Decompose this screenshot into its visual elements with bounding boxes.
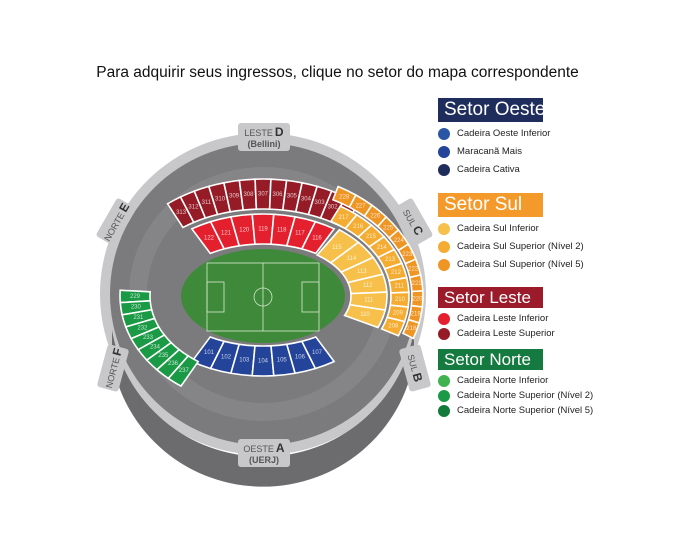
section-208[interactable] [380, 316, 406, 337]
legend-dot-icon [438, 374, 450, 387]
section-105[interactable] [270, 343, 297, 377]
gate-B: SULB [399, 344, 431, 392]
gate-letter: A [276, 441, 285, 455]
gate-letter: F [110, 347, 125, 358]
legend-item[interactable]: Cadeira Sul Superior (Nível 2) [438, 238, 638, 256]
section-102[interactable] [209, 340, 241, 375]
legend-dot-icon [438, 389, 450, 402]
legend-header[interactable]: Setor Leste [438, 287, 543, 308]
section-231[interactable] [121, 308, 156, 328]
gate-name: SUL [406, 353, 420, 373]
legend-item-label: Cadeira Norte Inferior [457, 374, 549, 386]
legend-item-label: Cadeira Oeste Inferior [457, 128, 551, 139]
legend-dot-icon [438, 241, 450, 253]
section-229[interactable] [119, 289, 152, 304]
legend-header[interactable]: Setor Oeste [438, 98, 545, 122]
legend-item[interactable]: Cadeira Cativa [438, 161, 638, 179]
gate-subtitle: (Bellini) [248, 139, 281, 149]
legend-dot-icon [438, 327, 450, 340]
legend-item-label: Cadeira Sul Superior (Nível 5) [457, 259, 584, 270]
legend-item[interactable]: Cadeira Sul Superior (Nível 5) [438, 256, 638, 274]
gate-E: NORTEE [96, 198, 136, 246]
section-106[interactable] [285, 340, 317, 375]
legend-header[interactable]: Setor Norte [438, 349, 543, 370]
legend-item-label: Cadeira Norte Superior (Nível 5) [457, 404, 594, 416]
section-104[interactable] [251, 344, 275, 377]
gate-letter: B [410, 371, 426, 383]
legend-item[interactable]: Cadeira Leste Inferior [438, 311, 638, 326]
legend-dot-icon [438, 312, 450, 325]
section-237[interactable] [167, 354, 200, 388]
legend-item[interactable]: Cadeira Norte Superior (Nível 2) [438, 388, 638, 403]
legend-item-label: Cadeira Norte Superior (Nível 2) [457, 389, 594, 401]
legend-item-label: Cadeira Leste Superior [457, 327, 555, 339]
legend-item[interactable]: Cadeira Leste Superior [438, 326, 638, 341]
legend-dot-icon [438, 164, 450, 176]
gate-subtitle: (UERJ) [249, 455, 279, 465]
legend-header[interactable]: Setor Sul [438, 193, 543, 217]
section-221[interactable] [408, 273, 424, 293]
legend-item[interactable]: Cadeira Sul Inferior [438, 220, 638, 238]
field [181, 249, 345, 343]
legend-item-label: Cadeira Sul Superior (Nível 2) [457, 241, 584, 252]
page-title: Para adquirir seus ingressos, clique no … [96, 64, 579, 81]
legend-dot-icon [438, 223, 450, 235]
section-234[interactable] [137, 334, 173, 362]
legend-dot-icon [438, 259, 450, 271]
section-233[interactable] [130, 325, 166, 351]
gate-C: SULC [393, 198, 433, 246]
svg-text:SULB: SULB [405, 353, 426, 384]
legend-item-label: Maracanã Mais [457, 146, 522, 157]
section-220[interactable] [410, 290, 424, 308]
section-232[interactable] [124, 317, 160, 340]
legend-item-label: Cadeira Cativa [457, 164, 520, 175]
section-211[interactable] [388, 276, 410, 294]
gate-F: NORTEF [97, 344, 129, 392]
section-116[interactable] [300, 220, 336, 255]
section-110[interactable] [343, 303, 387, 329]
legend-item[interactable]: Cadeira Oeste Inferior [438, 125, 638, 143]
legend-dot-icon [438, 146, 450, 158]
section-308[interactable] [238, 178, 258, 211]
legend-item[interactable]: Cadeira Norte Superior (Nível 5) [438, 403, 638, 418]
legend-dot-icon [438, 128, 450, 140]
legend-item-label: Cadeira Leste Inferior [457, 312, 549, 324]
section-103[interactable] [229, 343, 256, 377]
section-236[interactable] [155, 348, 190, 380]
gate-name: LESTE [244, 128, 273, 138]
gate-letter: D [275, 125, 284, 139]
gate-name: OESTE [243, 444, 274, 454]
legend-item[interactable]: Cadeira Norte Inferior [438, 373, 638, 388]
legend-dot-icon [438, 404, 450, 417]
section-307[interactable] [254, 178, 272, 210]
section-107[interactable] [300, 335, 336, 370]
legend-item[interactable]: Maracanã Mais [438, 143, 638, 161]
section-230[interactable] [119, 299, 153, 316]
section-235[interactable] [145, 341, 181, 371]
section-119[interactable] [251, 213, 275, 246]
section-218[interactable] [401, 318, 421, 340]
legend-item-label: Cadeira Sul Inferior [457, 223, 539, 234]
